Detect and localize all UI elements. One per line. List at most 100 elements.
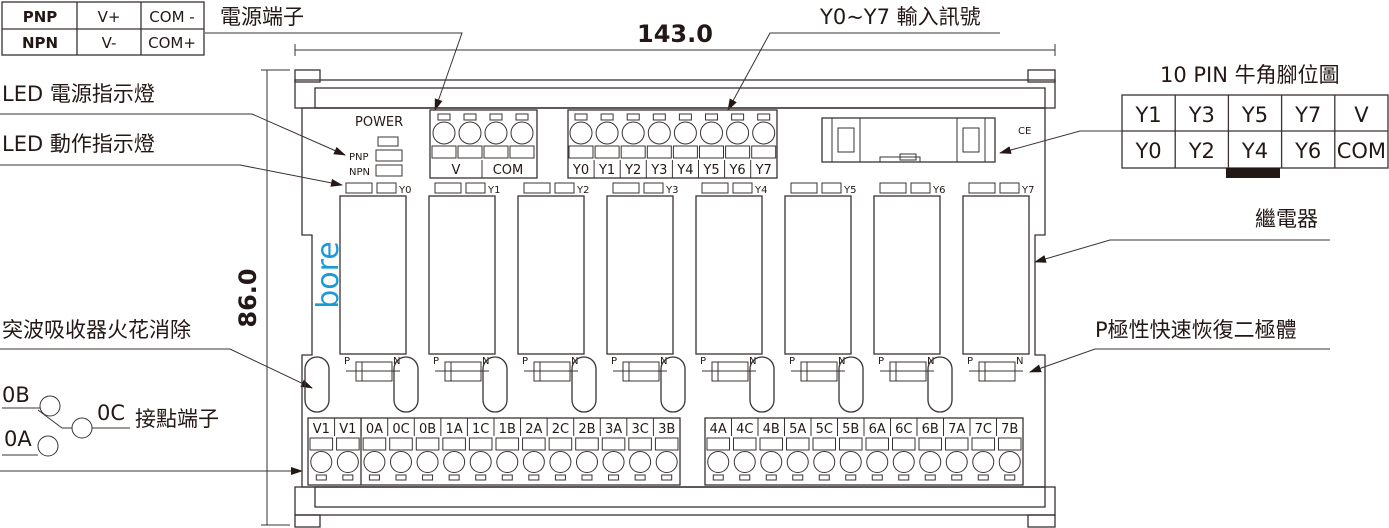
input-label-y5: Y5 — [702, 163, 719, 178]
terminal-lever — [918, 437, 942, 451]
terminal-release-slot — [924, 474, 936, 481]
pin-map-cell: Y7 — [1294, 103, 1321, 127]
terminal-lever — [568, 145, 594, 159]
pnp-led — [375, 149, 403, 162]
terminal-release-slot — [757, 113, 771, 121]
terminal-release-slot — [501, 474, 513, 481]
terminal-release-slot — [765, 474, 777, 481]
leader-pin-map — [999, 130, 1122, 154]
flyback-diode — [978, 361, 1016, 382]
terminal-screw-hole — [752, 121, 776, 145]
terminal-release-slot — [634, 474, 646, 481]
terminal-v-label: V — [452, 163, 461, 178]
surge-absorber — [571, 356, 597, 413]
terminal-lever — [495, 437, 520, 451]
terminal-lever — [812, 437, 836, 451]
terminal-release-slot — [845, 474, 857, 481]
terminal-lever — [759, 437, 783, 451]
diode-p-label: P — [789, 356, 795, 367]
output-label-4b: 4B — [763, 422, 780, 437]
led-resistor — [999, 182, 1020, 194]
relay-1 — [428, 195, 496, 355]
callout-input-signal: Y0~Y7 輸入訊號 — [819, 5, 981, 29]
terminal-screw-hole — [336, 451, 359, 473]
input-label-y2: Y2 — [624, 163, 641, 178]
contact-0c-label: 0C — [97, 401, 125, 425]
led-resistor — [465, 182, 486, 194]
led-label: Y0 — [398, 185, 411, 196]
terminal-release-slot — [652, 113, 666, 121]
terminal-release-slot — [368, 474, 380, 481]
led-label: Y5 — [843, 185, 856, 196]
diode-p-label: P — [522, 356, 528, 367]
10-pin-connector: CE — [821, 117, 1031, 163]
output-label-6c: 6C — [895, 422, 912, 437]
height-value: 86.0 — [234, 268, 262, 327]
terminal-screw-hole — [813, 451, 836, 473]
terminal-lever — [628, 437, 652, 451]
leader-power-terminal — [205, 32, 463, 111]
terminal-screw-hole — [602, 451, 625, 473]
terminal-release-slot — [600, 113, 614, 121]
terminal-screw-hole — [866, 451, 889, 473]
relay-6 — [873, 195, 941, 355]
terminal-lever — [672, 145, 698, 159]
contact-symbol: 0B 0C 0A 接點端子 — [2, 383, 219, 457]
pin-map-cell: Y5 — [1241, 103, 1268, 127]
action-led — [345, 182, 373, 194]
pin-map-cell: Y3 — [1188, 103, 1215, 127]
terminal-lever — [389, 437, 413, 451]
terminal-lever — [336, 437, 360, 451]
output-label-v1: V1 — [313, 422, 330, 437]
input-label-y7: Y7 — [755, 163, 772, 178]
callout-surge: 突波吸收器火花消除 — [2, 318, 191, 342]
led-label: Y6 — [932, 185, 945, 196]
terminal-lever — [971, 437, 995, 451]
output-label-3c: 3C — [631, 422, 648, 437]
terminal-release-slot — [977, 474, 989, 481]
callout-led-action: LED 動作指示燈 — [2, 132, 155, 156]
relay-7 — [962, 195, 1030, 355]
callout-power-terminal: 電源端子 — [220, 5, 304, 29]
led-label: Y2 — [576, 185, 589, 196]
terminal-release-slot — [315, 474, 327, 481]
terminal-lever — [457, 145, 483, 159]
terminal-lever — [706, 437, 730, 451]
ce-mark: CE — [1018, 126, 1031, 137]
terminal-screw-hole — [919, 451, 942, 473]
terminal-release-slot — [422, 474, 434, 481]
terminal-lever — [483, 145, 509, 159]
flyback-diode — [622, 361, 660, 382]
leader-diode — [1029, 348, 1330, 373]
action-led — [879, 182, 907, 194]
pin-map-cell: Y1 — [1134, 103, 1161, 127]
terminal-screw-hole — [432, 121, 456, 145]
terminal-lever — [509, 145, 535, 159]
led-resistor — [376, 182, 397, 194]
relay-4 — [695, 195, 763, 355]
action-led — [701, 182, 729, 194]
callout-contact-terminal: 接點端子 — [135, 407, 219, 431]
terminal-screw-hole — [484, 121, 508, 145]
terminal-release-slot — [712, 474, 724, 481]
output-label-4c: 4C — [736, 422, 753, 437]
contact-0a-label: 0A — [4, 427, 32, 451]
leader-surge — [0, 348, 313, 389]
terminal-screw-hole — [389, 451, 412, 473]
led-resistor — [643, 182, 664, 194]
module-housing: bore — [294, 69, 1056, 528]
terminal-lever — [620, 145, 646, 159]
output-label-5c: 5C — [816, 422, 833, 437]
output-label-0b: 0B — [419, 422, 436, 437]
terminal-lever — [309, 437, 334, 451]
polarity-table: PNP V+ COM - NPN V- COM+ — [1, 1, 205, 56]
output-label-3a: 3A — [605, 422, 622, 437]
terminal-lever — [892, 437, 916, 451]
diode-p-label: P — [344, 356, 350, 367]
terminal-screw-hole — [363, 451, 386, 473]
relay-0 — [339, 195, 407, 355]
leader-relay — [1034, 239, 1330, 263]
power-terminal-block: V COM — [429, 109, 538, 179]
